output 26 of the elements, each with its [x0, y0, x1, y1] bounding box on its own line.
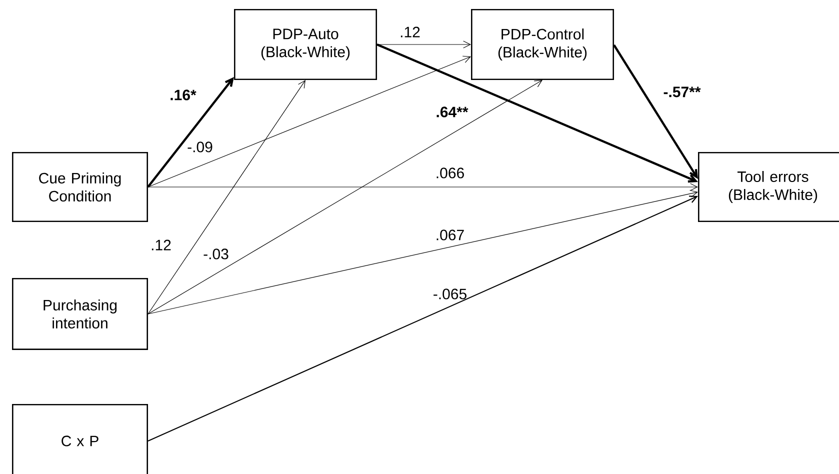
path-coefficient: .12	[400, 26, 420, 38]
variable-box: Purchasing intention	[12, 278, 148, 350]
path-coefficient: .16*	[170, 90, 196, 100]
variable-box: PDP-Auto (Black-White)	[234, 9, 377, 80]
path-coefficient: .64**	[436, 106, 468, 118]
variable-box: C x P	[12, 404, 148, 474]
variable-box: Cue Priming Condition	[12, 152, 148, 222]
arrow	[148, 80, 306, 314]
path-coefficient: .066	[436, 168, 464, 178]
arrow	[148, 190, 698, 314]
arrow	[148, 196, 698, 442]
arrow	[376, 40, 471, 48]
arrow	[148, 183, 698, 191]
arrow	[376, 43, 698, 183]
arrow	[147, 77, 234, 188]
path-coefficient: -.09	[188, 142, 212, 152]
path-coefficient: -.03	[204, 248, 228, 260]
path-coefficient: .12	[152, 240, 171, 250]
path-coefficient: -.57**	[664, 86, 701, 98]
variable-box: PDP-Control (Black-White)	[471, 9, 614, 80]
path-coefficient: -.065	[434, 288, 466, 300]
arrow	[148, 56, 471, 188]
path-coefficient: .067	[436, 230, 464, 240]
variable-box: Tool errors (Black-White)	[698, 152, 839, 222]
arrow	[613, 44, 698, 179]
arrow	[148, 80, 542, 314]
